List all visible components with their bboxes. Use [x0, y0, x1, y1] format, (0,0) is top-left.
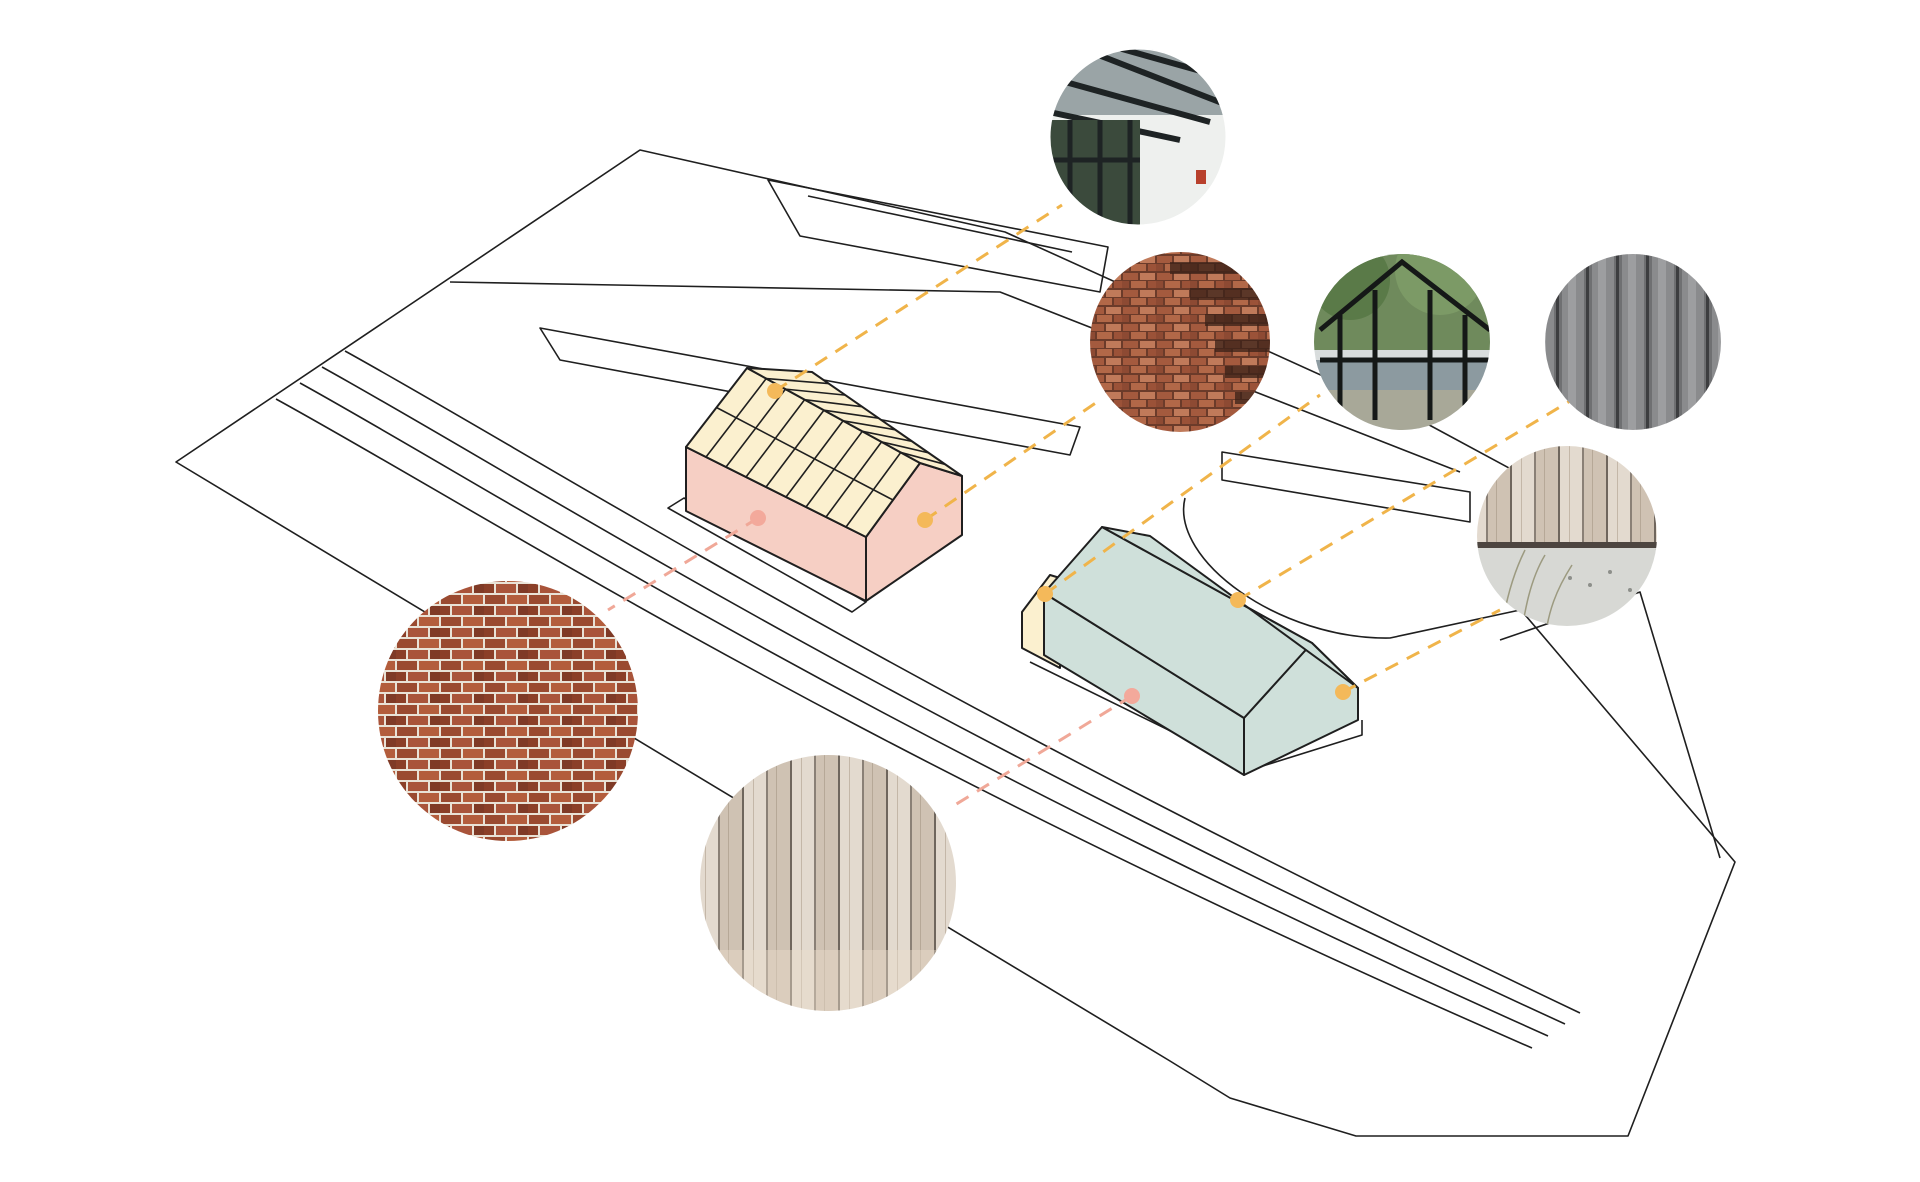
- building-right: [1021, 526, 1359, 776]
- site-boundary: [175, 149, 1736, 1137]
- road-edge-1: [344, 350, 1581, 1014]
- brick-wall-photo-icon: [378, 581, 638, 841]
- roof-rib-back: [862, 430, 913, 443]
- leader-glazed-roof: [774, 203, 1063, 393]
- road-edge-2: [321, 366, 1566, 1025]
- material-photos: [378, 48, 1721, 1011]
- dot-annex-right: [1037, 586, 1053, 602]
- parking-pocket-right: [1221, 451, 1471, 523]
- dot-gable-left: [917, 512, 933, 528]
- leader-glass-pavilion: [1044, 393, 1321, 596]
- roof-rib-back: [842, 419, 896, 431]
- parking-pocket-middle: [539, 327, 1081, 456]
- leader-brick-wall: [607, 516, 759, 612]
- right-spur: [1499, 591, 1721, 859]
- dot-wall-right: [1124, 688, 1140, 704]
- timber-boards-photo-icon: [700, 755, 956, 1011]
- brick-relief-photo-icon: [1090, 252, 1270, 432]
- roof-rib-back: [900, 451, 946, 466]
- dot-roof-left: [767, 383, 783, 399]
- leader-metal-cladding: [1237, 393, 1581, 602]
- parking-pocket-upper-inner: [807, 195, 1073, 253]
- roof-rib-back: [785, 388, 846, 396]
- roof-rib-back: [766, 377, 829, 385]
- courtyard-loop: [1182, 497, 1521, 639]
- glazed-roof-ribs: [705, 377, 946, 528]
- service-strip: [449, 281, 1461, 473]
- road-edge-4: [275, 398, 1533, 1049]
- roof-purlin: [716, 406, 894, 501]
- roof-rib-back: [804, 398, 863, 408]
- material-leaders: [607, 203, 1581, 810]
- leader-brick-relief: [924, 398, 1101, 522]
- dot-gable-right: [1335, 684, 1351, 700]
- glass-pavilion-photo-icon: [1314, 254, 1490, 430]
- leader-timber-boards: [949, 694, 1133, 810]
- metal-cladding-photo-icon: [1545, 254, 1721, 430]
- leader-timber-concrete: [1342, 608, 1501, 694]
- roof-rib-back: [881, 441, 929, 454]
- roof-rib-back: [823, 409, 879, 420]
- road-edge-3: [299, 382, 1549, 1037]
- glass-roof-photo-icon: [1050, 49, 1226, 225]
- building-pad-right: [1029, 661, 1363, 771]
- parking-pocket-upper: [767, 179, 1109, 293]
- building-left: [685, 367, 963, 602]
- dot-roof-right: [1230, 592, 1246, 608]
- dot-wall-left: [750, 510, 766, 526]
